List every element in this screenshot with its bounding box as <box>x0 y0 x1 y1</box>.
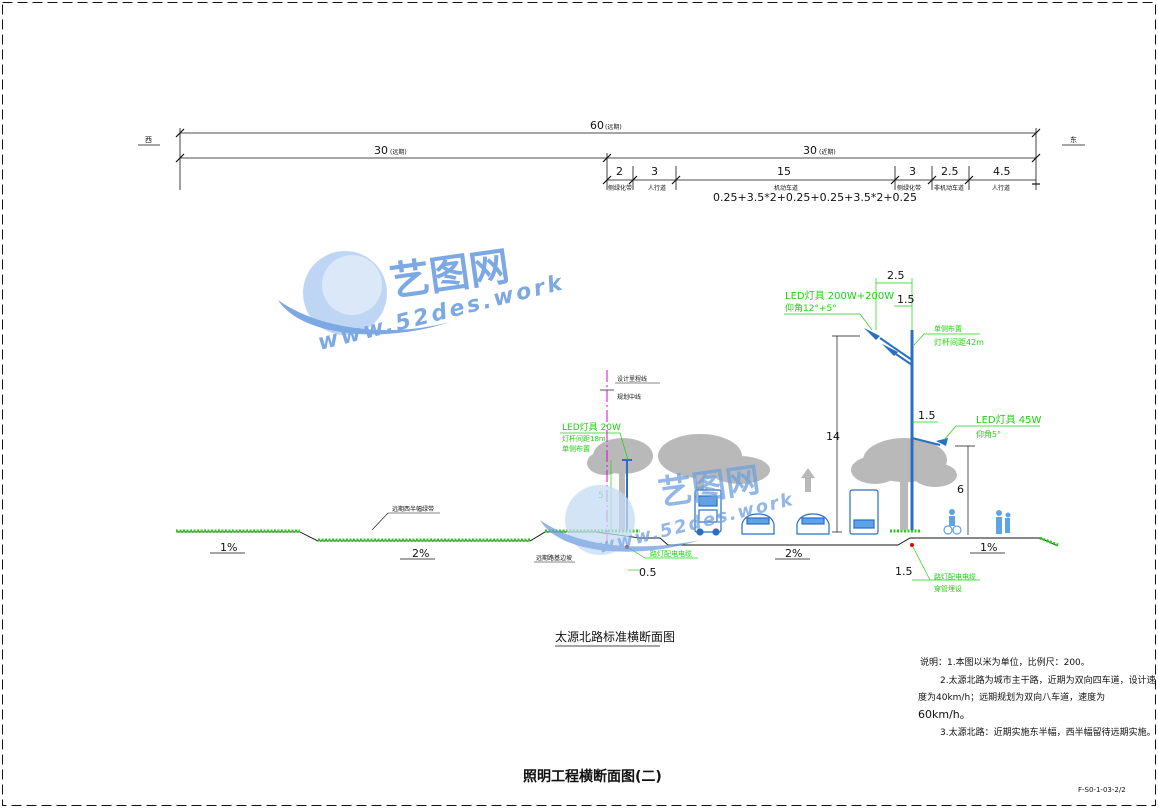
note-5: 3.太源北路：近期实施东半幅，西半幅留待远期实施。 <box>940 726 1156 738</box>
lamp-big-angle: 仰角12°+5° <box>785 302 837 314</box>
car-icon-2 <box>796 513 830 535</box>
lamp-big-height: 14 <box>826 430 840 443</box>
segment-name-3: 机动车道 <box>774 184 798 192</box>
far-green-label: 远期西半幅绿带 <box>392 505 434 513</box>
lamp-walk-dim: 1.5 <box>918 409 936 422</box>
drawing-number: F-S0-1-03-2/2 <box>1078 786 1126 794</box>
lamp-small-title: LED灯具 20W <box>562 422 621 433</box>
segment-width-3: 15 <box>777 165 791 178</box>
note-4: 60km/h。 <box>918 708 971 721</box>
dimension-block <box>138 128 1085 190</box>
segment-name-6: 人行道 <box>992 184 1010 192</box>
pedestrian-icon <box>996 510 1011 534</box>
segment-width-2: 3 <box>651 165 658 178</box>
left-half-width-label: 30 <box>374 144 388 157</box>
total-width-tag: (远期) <box>605 123 622 131</box>
lamp-small-layout: 单侧布置 <box>562 444 590 453</box>
lamp-big-spacing: 灯杆间距42m <box>934 337 984 347</box>
right-half-width-label: 30 <box>803 144 817 157</box>
total-width-label: 60 <box>590 119 604 132</box>
lamp-big-dim-top: 2.5 <box>887 269 905 282</box>
far-edge-label: 远期路基边坡 <box>536 554 572 562</box>
drawing-title: 照明工程横断面图(二) <box>523 768 662 785</box>
lamp-big-title: LED灯具 200W+200W <box>785 290 894 302</box>
cable-left-label: 路灯配电电缆 <box>650 549 692 558</box>
note-2: 2.太源北路为城市主干路，近期为双向四车道，设计速 <box>940 674 1156 686</box>
slope-label-4: 1% <box>980 541 997 554</box>
cable-right-label-2: 穿管埋设 <box>934 584 962 593</box>
slope-label-2: 2% <box>412 547 429 560</box>
cable-left-dim: 0.5 <box>639 566 657 579</box>
lamp-big <box>864 328 948 530</box>
car-icon-1 <box>741 513 775 535</box>
segment-name-4: 侧绿化带 <box>897 184 921 192</box>
segment-name-2: 人行道 <box>648 184 666 192</box>
section-title: 太源北路标准横断面图 <box>555 629 675 644</box>
right-half-width-tag: (近期) <box>819 148 836 156</box>
lamp-big-layout: 单侧布置 <box>934 324 962 333</box>
segment-width-6: 4.5 <box>993 165 1011 178</box>
east-label: 东 <box>1070 135 1077 144</box>
lamp-walk-title: LED灯具 45W <box>976 414 1041 426</box>
west-label: 西 <box>145 136 152 144</box>
lamp-walk-angle: 仰角5° <box>976 429 1001 439</box>
cable-right-dim: 1.5 <box>895 565 913 578</box>
segment-width-4: 3 <box>909 165 916 178</box>
truck-icon <box>849 489 879 535</box>
lamp-small-spacing: 灯杆间距18m <box>562 434 606 443</box>
segment-width-1: 2 <box>616 165 623 178</box>
cable-right-label-1: 路灯配电电缆 <box>934 572 976 581</box>
dimension-ticks <box>175 128 1041 185</box>
left-half-width-tag: (远期) <box>390 148 407 156</box>
cyclist-icon <box>943 509 962 535</box>
centerline-label-2: 规划中线 <box>617 393 641 401</box>
note-1: 说明：1.本图以米为单位，比例尺：200。 <box>920 656 1090 668</box>
tree-middle <box>658 434 770 500</box>
segment-name-5: 非机动车道 <box>934 184 964 192</box>
centerline-label-1: 设计里程线 <box>617 375 647 383</box>
watermark-logo: 艺图网 www.52des.work <box>278 244 567 356</box>
arrow-up-icon <box>801 468 815 492</box>
watermark-logo-2: 艺图网 www.52des.work <box>540 460 796 558</box>
note-3: 度为40km/h；远期规划为双向八车道，速度为 <box>918 691 1105 703</box>
slope-label-3: 2% <box>785 547 802 560</box>
lane-formula: 0.25+3.5*2+0.25+0.25+3.5*2+0.25 <box>713 191 917 204</box>
lamp-big-dim-mid: 1.5 <box>897 293 915 306</box>
slope-label-1: 1% <box>220 541 237 554</box>
segment-width-5: 2.5 <box>941 165 959 178</box>
tree-right <box>851 438 957 530</box>
segment-name-1: 侧绿化带 <box>608 184 632 192</box>
bus-icon <box>694 489 722 536</box>
lamp-walk-height: 6 <box>957 483 964 496</box>
